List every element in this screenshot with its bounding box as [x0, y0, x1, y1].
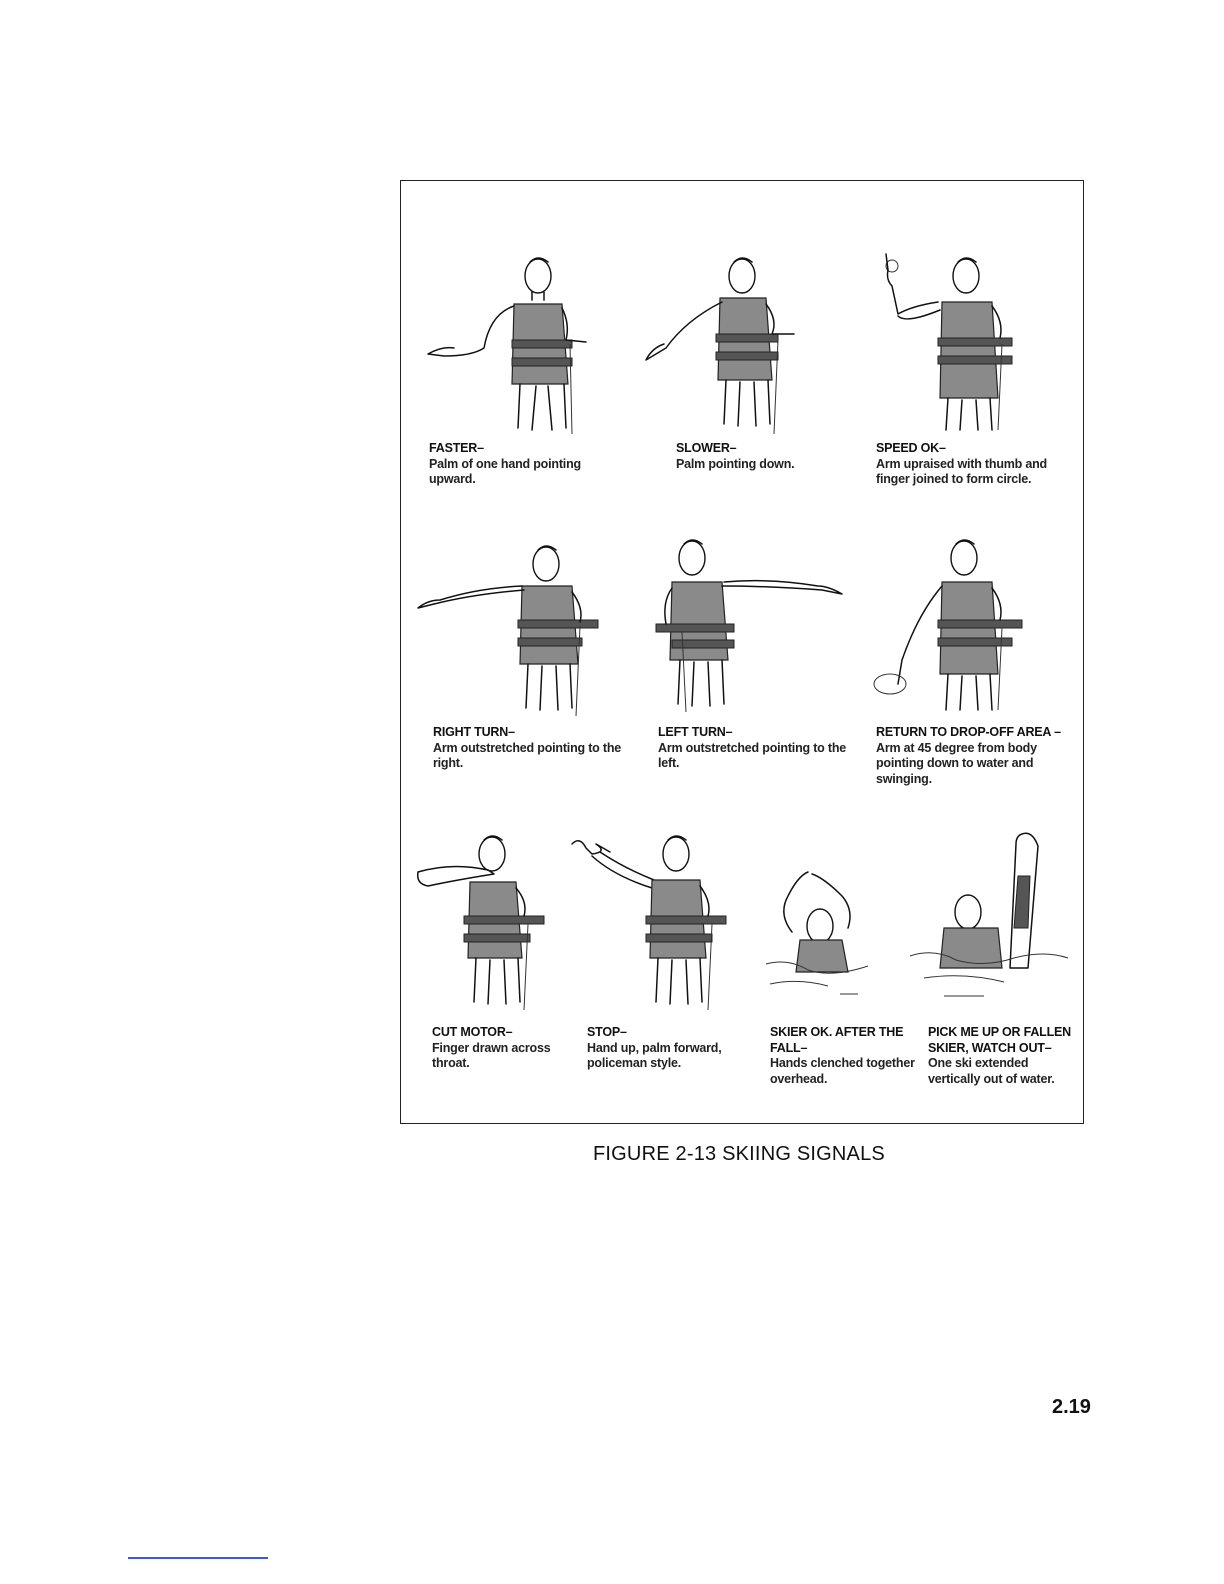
- footer-rule: [128, 1557, 268, 1559]
- signal-description: Arm upraised with thumb and finger joine…: [876, 456, 1047, 487]
- left-turn-signal-figure: [655, 539, 843, 713]
- signal-caption-skier-ok: SKIER OK. AFTER THE FALL– Hands clenched…: [770, 1025, 920, 1087]
- right-turn-signal-figure: [417, 545, 599, 717]
- signal-caption-right-turn: RIGHT TURN– Arm outstretched pointing to…: [433, 725, 623, 772]
- signal-description: Palm of one hand pointing upward.: [429, 456, 581, 487]
- signal-title: CUT MOTOR–: [432, 1025, 513, 1039]
- signal-title: PICK ME UP OR FALLEN SKIER, WATCH OUT–: [928, 1025, 1072, 1055]
- signal-caption-left-turn: LEFT TURN– Arm outstretched pointing to …: [658, 725, 848, 772]
- signal-title: FASTER–: [429, 441, 484, 455]
- signal-description: Hand up, palm forward, policeman style.: [587, 1040, 722, 1071]
- signal-description: Hands clenched together overhead.: [770, 1056, 915, 1086]
- signal-description: Finger drawn across throat.: [432, 1040, 551, 1071]
- signal-title: LEFT TURN–: [658, 725, 733, 739]
- signal-title: SKIER OK. AFTER THE FALL–: [770, 1025, 904, 1055]
- signal-caption-slower: SLOWER– Palm pointing down.: [676, 441, 856, 472]
- faster-signal-figure: [427, 257, 587, 435]
- pick-me-up-signal-figure: [909, 832, 1069, 997]
- signal-caption-return-drop-off: RETURN TO DROP-OFF AREA – Arm at 45 degr…: [876, 725, 1066, 787]
- signal-caption-pick-me-up: PICK ME UP OR FALLEN SKIER, WATCH OUT– O…: [928, 1025, 1078, 1087]
- signal-description: Arm outstretched pointing to the right.: [433, 740, 622, 771]
- signal-title: RETURN TO DROP-OFF AREA –: [876, 725, 1061, 739]
- signal-description: Palm pointing down.: [676, 456, 795, 471]
- cut-motor-signal-figure: [416, 835, 545, 1011]
- return-signal-figure: [873, 539, 1023, 711]
- skier-ok-signal-figure: [765, 871, 869, 995]
- stop-signal-figure: [571, 835, 727, 1011]
- signal-description: Arm outstretched pointing to the left.: [658, 740, 847, 771]
- signal-description: Arm at 45 degree from body pointing down…: [876, 740, 1037, 786]
- signal-title: STOP–: [587, 1025, 627, 1039]
- signal-title: RIGHT TURN–: [433, 725, 515, 739]
- signal-caption-speed-ok: SPEED OK– Arm upraised with thumb and fi…: [876, 441, 1066, 488]
- figure-frame: [400, 180, 1084, 1124]
- signal-description: One ski extended vertically out of water…: [928, 1056, 1055, 1086]
- signal-title: SPEED OK–: [876, 441, 946, 455]
- signal-caption-stop: STOP– Hand up, palm forward, policeman s…: [587, 1025, 747, 1072]
- slower-signal-figure: [645, 257, 795, 435]
- signal-caption-faster: FASTER– Palm of one hand pointing upward…: [429, 441, 619, 488]
- signal-caption-cut-motor: CUT MOTOR– Finger drawn across throat.: [432, 1025, 572, 1072]
- figure-title: FIGURE 2-13 SKIING SIGNALS: [593, 1143, 885, 1165]
- speed-ok-signal-figure: [885, 253, 1013, 431]
- signal-title: SLOWER–: [676, 441, 737, 455]
- page-number: 2.19: [1052, 1396, 1091, 1418]
